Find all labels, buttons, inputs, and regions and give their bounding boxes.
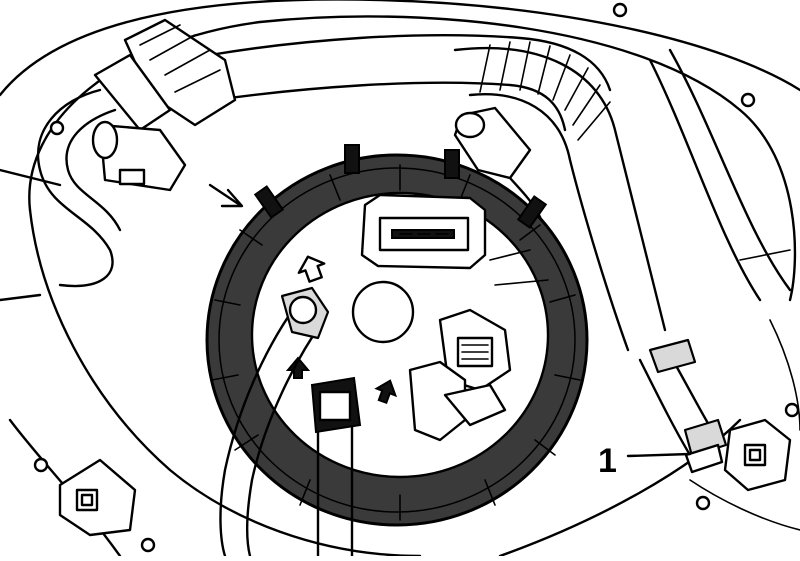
wiring-connector xyxy=(36,18,237,288)
sensor-plug-right xyxy=(453,106,547,242)
fuel-line-center xyxy=(310,376,362,558)
main-electrical-socket xyxy=(360,193,487,270)
callout-leader-1 xyxy=(626,452,692,458)
sensor-plug-left xyxy=(91,120,187,192)
corner-bracket-left xyxy=(58,458,137,537)
callout-label-1: 1 xyxy=(598,442,617,480)
top-hose xyxy=(208,33,612,132)
corner-bracket-right xyxy=(723,418,792,492)
flow-arrow-supply xyxy=(297,255,326,283)
pump-internal-parts xyxy=(408,249,549,442)
right-fuel-lines xyxy=(638,48,792,474)
corrugated-hose xyxy=(453,41,667,352)
flow-arrow-return-right xyxy=(374,379,398,405)
marker-arrow-ring xyxy=(208,183,244,208)
fuel-line-left xyxy=(219,286,330,558)
mounting-holes xyxy=(33,2,800,553)
